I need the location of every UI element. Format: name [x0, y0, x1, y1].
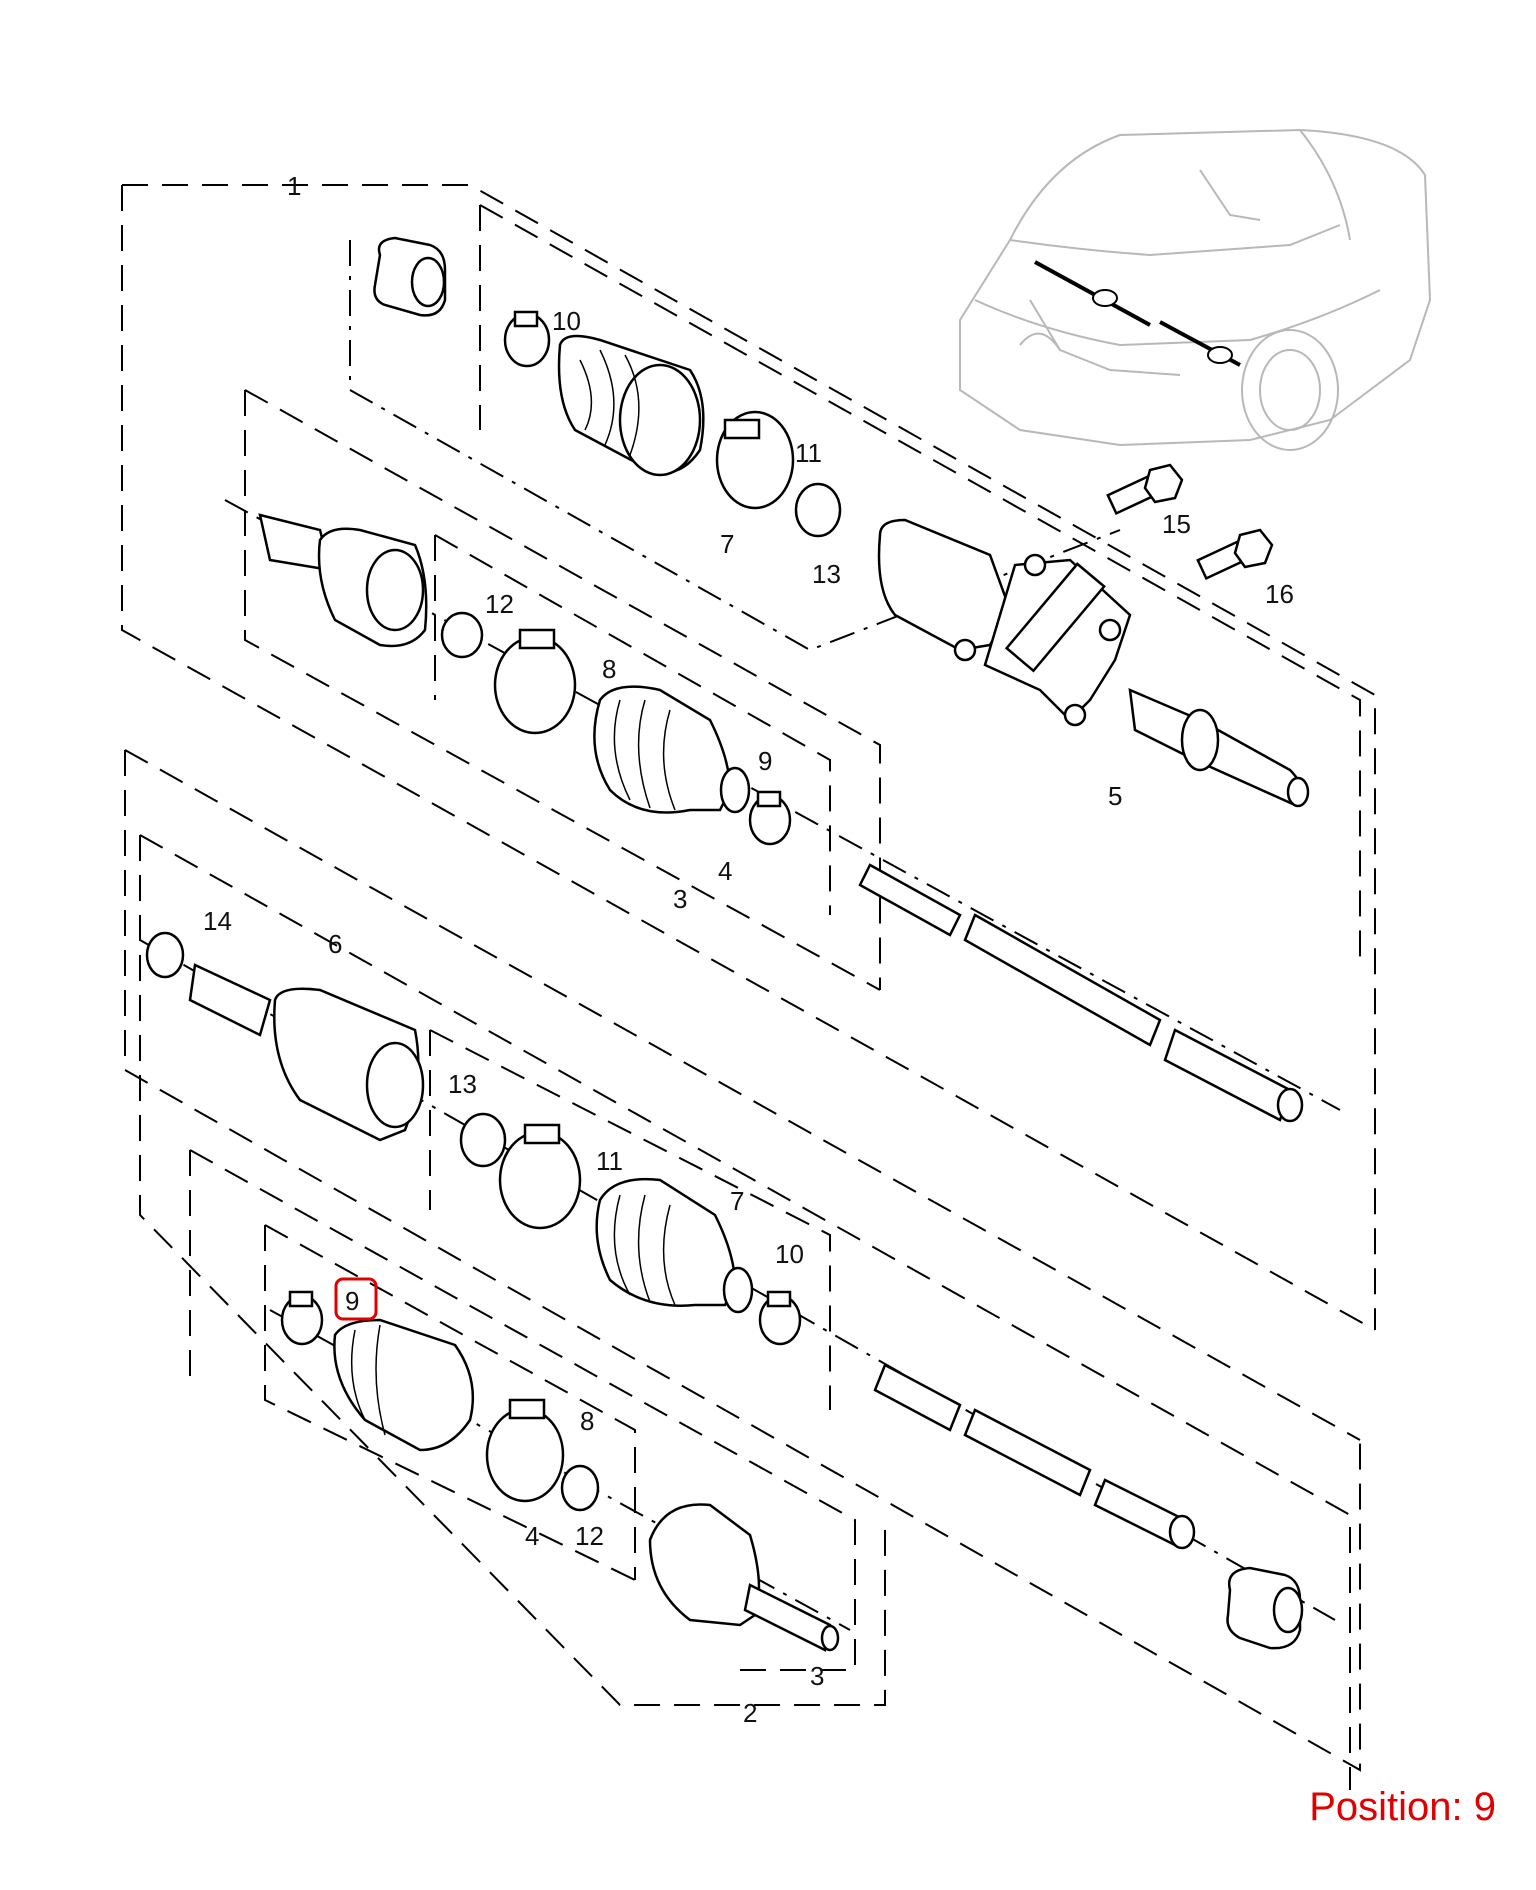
callout-5: 5 — [1108, 781, 1122, 811]
clamp-ring-9-lower — [280, 1290, 324, 1346]
circlip-12-upper — [440, 611, 484, 659]
circlip-14 — [145, 931, 185, 979]
callout-2: 2 — [743, 1698, 757, 1728]
callout-7-lower: 7 — [730, 1186, 744, 1216]
callout-13-upper: 13 — [812, 559, 841, 589]
highlight-box-callout-9[interactable] — [334, 1277, 378, 1321]
outer-cv-joint-lower — [648, 1503, 840, 1652]
assembly-outline-3-lower — [189, 1149, 856, 1671]
callout-15: 15 — [1162, 509, 1191, 539]
callout-16: 16 — [1265, 579, 1294, 609]
callout-labels: 1 10 11 7 13 15 16 12 8 9 5 4 3 14 6 13 … — [203, 171, 1294, 1728]
clamp-band-8-upper — [493, 628, 577, 735]
callout-10-lower: 10 — [775, 1239, 804, 1269]
callout-12-upper: 12 — [485, 589, 514, 619]
inner-boot-8-upper — [593, 685, 751, 814]
callout-4-upper: 4 — [718, 856, 732, 886]
callout-4-lower: 4 — [525, 1521, 539, 1551]
inner-tripod-joint-6 — [188, 963, 425, 1142]
bearing-sleeve-lower — [1226, 1566, 1304, 1650]
assembly-outline-5 — [479, 204, 1361, 970]
bearing-housing-5 — [877, 518, 1132, 727]
clamp-band-8-lower — [485, 1398, 565, 1503]
callout-9-upper: 9 — [758, 746, 772, 776]
driveshaft-upper — [858, 863, 1304, 1123]
callout-9-lower: 9 — [345, 1286, 359, 1316]
callout-8-lower: 8 — [580, 1406, 594, 1436]
callout-11-upper: 11 — [795, 438, 822, 468]
bearing-sleeve-upper — [373, 236, 447, 317]
clamp-band-11-lower — [498, 1123, 582, 1230]
assembly-outline-2 — [139, 834, 1351, 1790]
assembly-outline-1 — [121, 184, 1376, 1331]
callout-7-upper: 7 — [720, 529, 734, 559]
outer-boot-8-lower — [333, 1318, 475, 1452]
assembly-outline-7-lower — [429, 1029, 831, 1410]
callout-10-upper: 10 — [552, 306, 581, 336]
bolt-16 — [1196, 528, 1274, 581]
callout-3-upper: 3 — [673, 884, 687, 914]
assembly-outline-4-upper — [434, 534, 831, 915]
outer-cv-joint-upper — [258, 513, 428, 648]
clamp-ring-10-lower — [758, 1290, 802, 1346]
clamp-ring-10-upper — [503, 310, 551, 368]
axis-line-upper-outer — [349, 240, 1121, 652]
outer-boot-7-upper — [557, 334, 705, 477]
position-indicator: Position: 9 — [1309, 1785, 1496, 1829]
assembly-outline-3-upper — [244, 389, 881, 991]
driveshaft-lower — [873, 1363, 1196, 1550]
callout-11-lower: 11 — [596, 1146, 623, 1176]
bolt-15 — [1106, 463, 1184, 516]
assembly-outline-4-lower — [264, 1224, 636, 1581]
circlip-12-lower — [560, 1464, 600, 1512]
inner-boot-7-lower — [595, 1178, 754, 1314]
callout-3-lower: 3 — [810, 1661, 824, 1691]
vehicle-location-thumbnail — [959, 128, 1432, 451]
circlip-13-lower — [459, 1112, 507, 1168]
callout-8-upper: 8 — [602, 654, 616, 684]
callout-6: 6 — [328, 929, 342, 959]
output-stub-shaft-5 — [1128, 687, 1310, 808]
callout-13-lower: 13 — [448, 1069, 477, 1099]
callout-12-lower: 12 — [575, 1521, 604, 1551]
circlip-13-upper — [794, 482, 842, 538]
clamp-ring-9-upper — [748, 790, 792, 846]
callout-1: 1 — [287, 171, 301, 201]
assembly-outline-6 — [124, 749, 1361, 1772]
clamp-band-11-upper — [715, 410, 795, 510]
callout-14: 14 — [203, 906, 232, 936]
